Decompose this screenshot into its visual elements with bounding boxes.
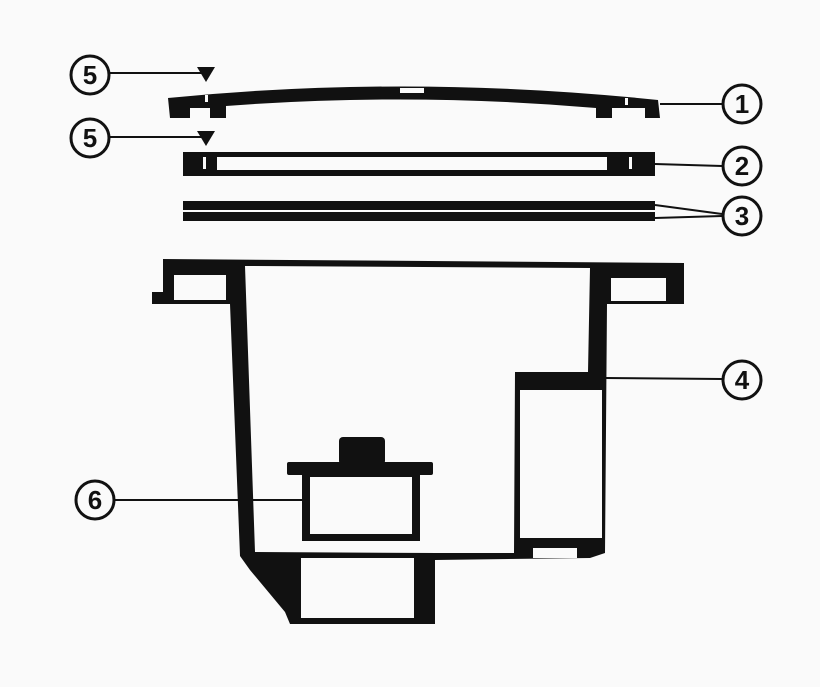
housing <box>152 259 684 624</box>
callout-circle-5a <box>69 54 111 96</box>
part-4-insert <box>520 390 602 538</box>
callout-circle-6 <box>74 479 116 521</box>
callout-circle-5b <box>69 117 111 159</box>
callout-label-3: 3 <box>735 201 749 231</box>
callout-circle-1 <box>721 83 763 125</box>
callout-label-5b: 5 <box>83 123 97 153</box>
part-1-lid <box>168 86 660 118</box>
arrow-down-icon <box>197 67 215 82</box>
callout-label-6: 6 <box>88 485 102 515</box>
callout-label-2: 2 <box>735 151 749 181</box>
part-3-gaskets <box>183 201 655 221</box>
callout-label-1: 1 <box>735 89 749 119</box>
part-2-ring <box>183 152 655 176</box>
callout-label-4: 4 <box>735 365 750 395</box>
arrowheads <box>197 67 215 146</box>
callout-circle-3 <box>721 195 763 237</box>
callout-circle-4 <box>721 359 763 401</box>
arrow-down-icon <box>197 131 215 146</box>
leader-lines <box>110 72 723 501</box>
callout-label-5a: 5 <box>83 60 97 90</box>
callout-circle-2 <box>721 145 763 187</box>
part-6-valve <box>287 437 433 541</box>
